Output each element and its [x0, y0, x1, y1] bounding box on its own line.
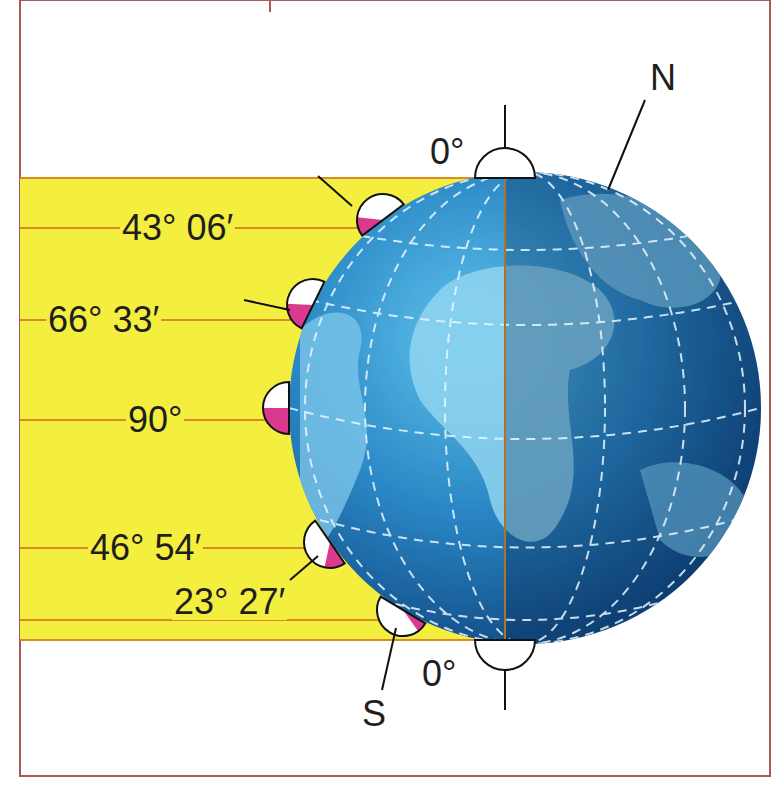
pole-label: S [360, 696, 388, 732]
angle-label: 0° [428, 134, 466, 170]
angle-label: 0° [420, 656, 458, 692]
angle-label: 23° 27′ [172, 584, 287, 620]
angle-label: 43° 06′ [120, 210, 235, 246]
angle-label: 66° 33′ [46, 302, 161, 338]
pole-label: N [648, 60, 678, 96]
angle-label: 46° 54′ [88, 530, 203, 566]
angle-label: 90° [126, 402, 184, 438]
